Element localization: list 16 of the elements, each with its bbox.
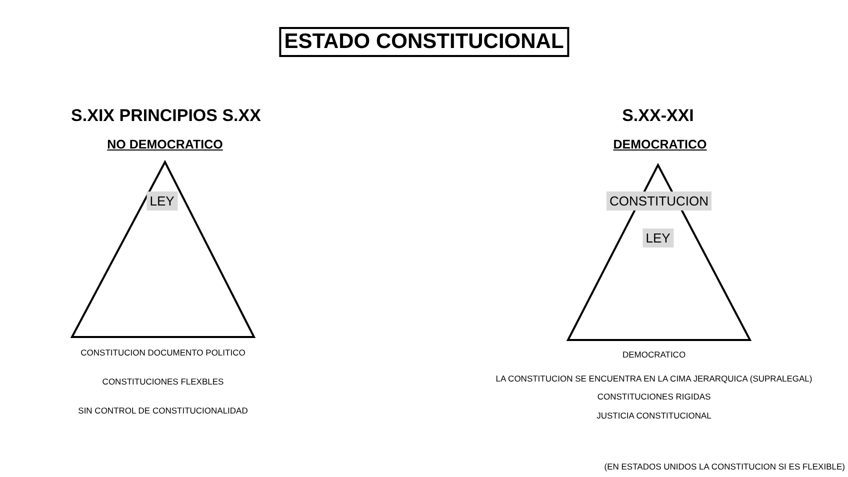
note-text: LA CONSTITUCION SE ENCUENTRA EN LA CIMA JERARQUICA (SUPRALEGAL)	[496, 374, 812, 384]
column-subheading: DEMOCRATICO	[613, 138, 707, 152]
note-text: CONSTITUCION DOCUMENTO POLITICO	[80, 348, 246, 358]
note-text: JUSTICIA CONSTITUCIONAL	[596, 410, 712, 422]
highlighted-term: CONSTITUCION	[606, 192, 712, 210]
note-text: CONSTITUCIONES RIGIDAS	[597, 392, 711, 402]
note-text: CONSTITUCIONES FLEXBLES	[102, 376, 224, 388]
highlighted-term: LEY	[642, 228, 674, 248]
highlighted-term: LEY	[146, 192, 178, 210]
page-title: ESTADO CONSTITUCIONAL	[279, 27, 569, 57]
column-heading: S.XIX PRINCIPIOS S.XX	[71, 106, 261, 126]
note-text: DEMOCRATICO	[622, 350, 686, 360]
column-heading: S.XX-XXI	[622, 106, 694, 126]
note-text: SIN CONTROL DE CONSTITUCIONALIDAD	[78, 406, 248, 416]
column-subheading: NO DEMOCRATICO	[107, 138, 223, 152]
footnote: (EN ESTADOS UNIDOS LA CONSTITUCION SI ES FLEXIBLE)	[604, 462, 845, 472]
